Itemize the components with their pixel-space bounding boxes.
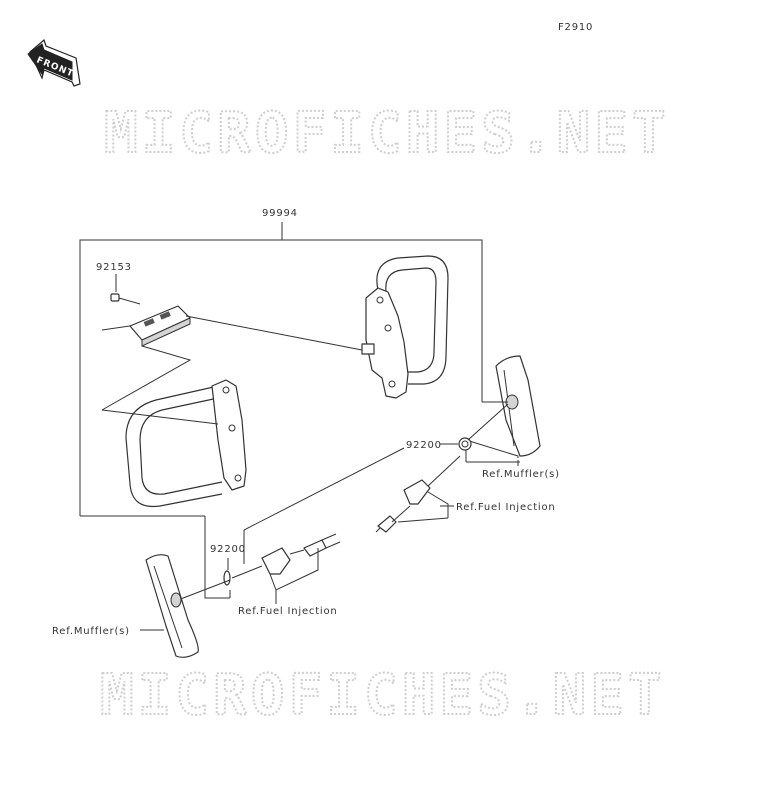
engine-guard-left (125, 379, 247, 508)
label-ref-muffler-right: Ref.Muffler(s) (482, 469, 560, 480)
plug-92200-left (223, 570, 231, 586)
label-92200-right: 92200 (406, 440, 442, 451)
sensor-boot-right (375, 479, 431, 533)
label-99994: 99994 (262, 208, 298, 219)
label-ref-fuel-left: Ref.Fuel Injection (238, 606, 338, 617)
label-92200-left: 92200 (210, 544, 246, 555)
kit-bracket-frame (79, 222, 483, 575)
mounting-plate (129, 305, 191, 347)
label-ref-fuel-right: Ref.Fuel Injection (456, 502, 556, 513)
engine-guard-right (361, 255, 449, 399)
front-arrow-icon: FRONT (27, 38, 81, 87)
muffler-right (495, 355, 541, 457)
sensor-boot-left (261, 533, 341, 575)
muffler-left (145, 554, 199, 658)
bolt-92153 (110, 293, 127, 302)
plug-92200-right (458, 437, 472, 451)
figure-code: F2910 (558, 22, 593, 33)
watermark-bottom: MICROFICHES.NET (100, 663, 666, 728)
label-92153: 92153 (96, 262, 132, 273)
label-ref-muffler-left: Ref.Muffler(s) (52, 626, 130, 637)
watermark-top: MICROFICHES.NET (104, 101, 670, 166)
